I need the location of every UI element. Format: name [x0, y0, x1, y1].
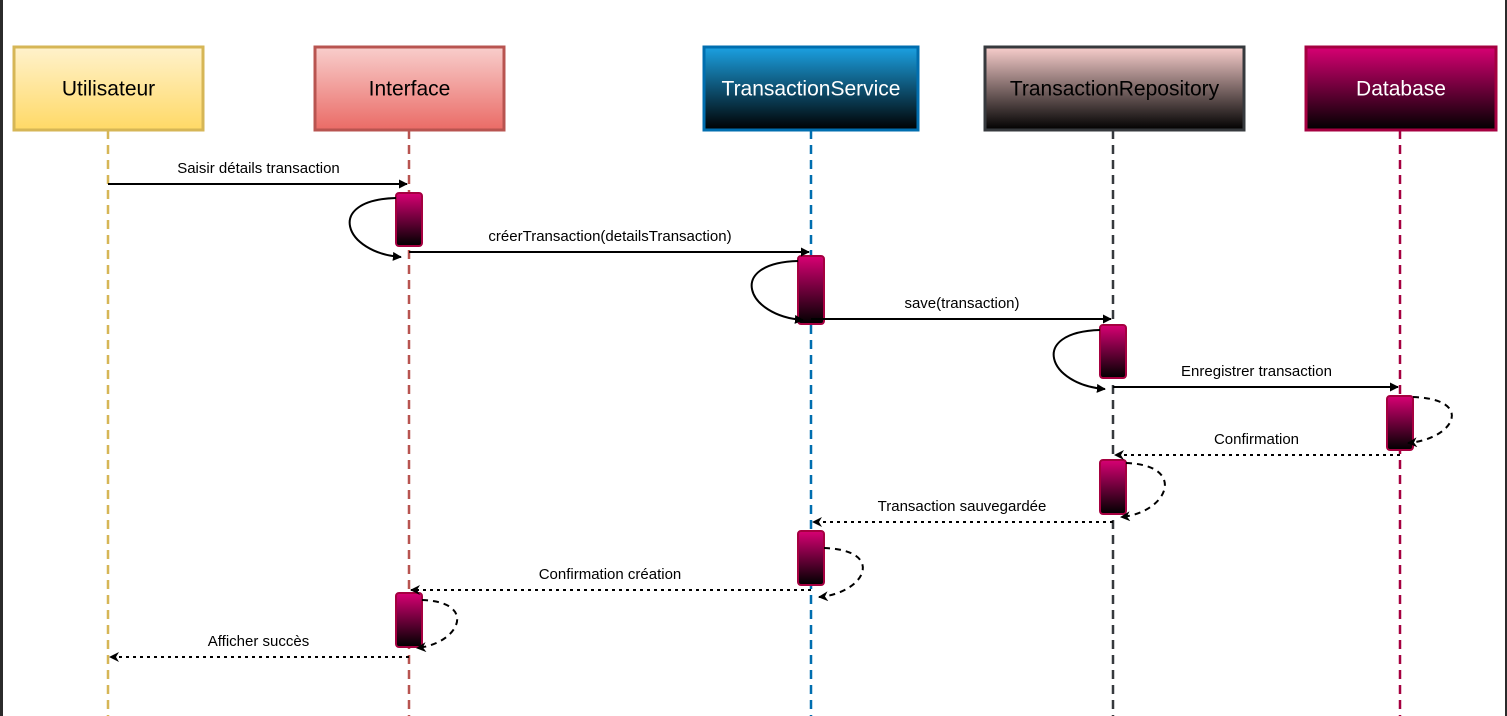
activation-bar [1386, 395, 1414, 451]
participant-label: Utilisateur [62, 78, 155, 101]
activation-bar [1099, 324, 1127, 379]
participant-box [702, 45, 920, 132]
message-8: Afficher succès [109, 633, 409, 662]
participant-db[interactable]: Database [1304, 45, 1498, 132]
participant-label: TransactionService [722, 78, 901, 101]
activation-bar [797, 255, 825, 325]
participant-box [313, 45, 506, 132]
self-call-loop [1120, 462, 1166, 522]
participant-label: TransactionRepository [1010, 78, 1220, 101]
participant-label: Interface [369, 78, 451, 101]
participant-box [1304, 45, 1498, 132]
participant-label: Database [1356, 78, 1446, 101]
self-call-loop [750, 260, 804, 324]
message-7: Confirmation création [410, 566, 811, 595]
activation-bar [1099, 459, 1127, 515]
self-call-loop [1407, 396, 1453, 448]
message-4: Enregistrer transaction [1113, 363, 1399, 392]
message-label: créerTransaction(detailsTransaction) [488, 228, 731, 245]
participant-repo[interactable]: TransactionRepository [983, 45, 1246, 132]
message-label: Saisir détails transaction [177, 160, 340, 177]
participant-user[interactable]: Utilisateur [12, 45, 205, 132]
activation-bar [395, 192, 423, 247]
participant-box [12, 45, 205, 132]
message-1: Saisir détails transaction [108, 160, 408, 189]
participant-ui[interactable]: Interface [313, 45, 506, 132]
activation-bar [395, 592, 423, 648]
message-label: Confirmation création [539, 566, 682, 583]
self-call-loop [1052, 329, 1106, 393]
message-5: Confirmation [1114, 431, 1400, 460]
message-6: Transaction sauvegardée [812, 498, 1113, 527]
participant-svc[interactable]: TransactionService [702, 45, 920, 132]
message-label: save(transaction) [904, 295, 1019, 312]
self-call-loop [348, 197, 402, 261]
self-call-loop [818, 547, 864, 602]
message-label: Enregistrer transaction [1181, 363, 1332, 380]
participant-box [983, 45, 1246, 132]
self-call-loop [416, 599, 459, 653]
message-label: Afficher succès [208, 633, 309, 650]
activation-bar [797, 530, 825, 586]
message-2: créerTransaction(detailsTransaction) [409, 228, 810, 257]
message-label: Confirmation [1214, 431, 1299, 448]
message-label: Transaction sauvegardée [878, 498, 1047, 515]
message-3: save(transaction) [811, 295, 1112, 324]
